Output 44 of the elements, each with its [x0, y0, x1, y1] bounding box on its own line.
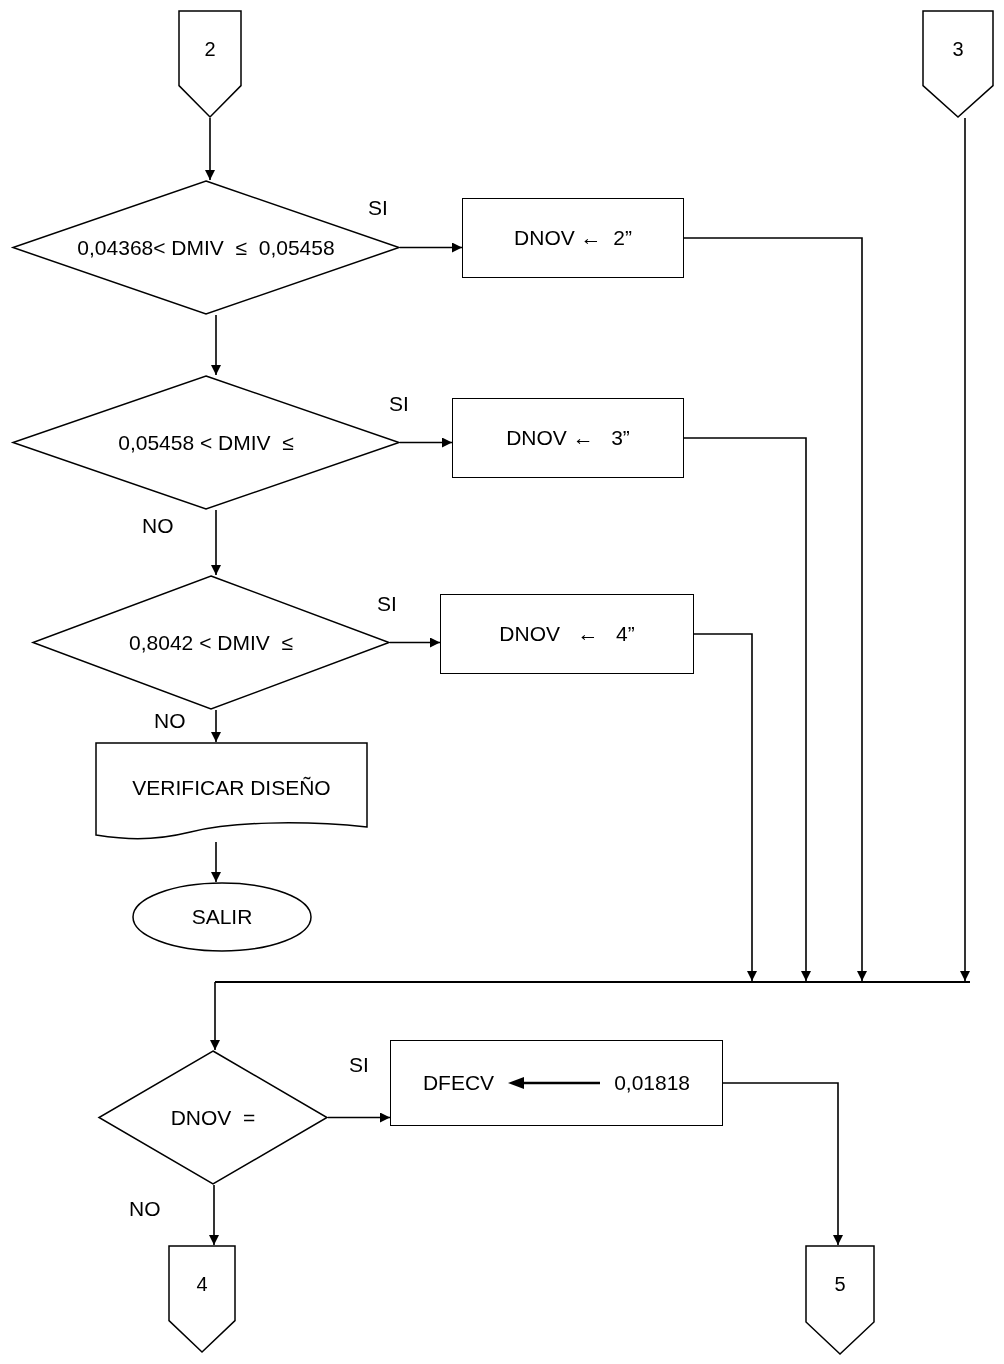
offpage-connector — [805, 1245, 875, 1355]
arrow — [683, 437, 811, 982]
arrow — [209, 1184, 219, 1246]
terminal-text: SALIR — [191, 905, 253, 929]
connector-number: 2 — [204, 37, 216, 61]
connector-number: 4 — [196, 1272, 208, 1296]
document-shape — [95, 742, 368, 842]
arrow — [211, 841, 221, 883]
assignment-text: DNOV ← 2” — [514, 226, 632, 250]
arrow — [683, 237, 867, 982]
offpage-connector — [178, 10, 242, 118]
arrow — [722, 1082, 843, 1246]
decision-diamond — [12, 180, 400, 315]
assignment-text: DNOV ← 3” — [506, 426, 630, 450]
document-text: VERIFICAR DISEÑO — [132, 775, 331, 800]
arrow — [399, 437, 453, 448]
connector-number: 3 — [952, 37, 964, 61]
arrow — [211, 314, 221, 376]
terminal-ellipse — [132, 882, 312, 952]
process-box — [440, 594, 694, 674]
offpage-connector — [922, 10, 994, 118]
assignment-text: DNOV ← 4” — [499, 622, 635, 646]
merge-line — [215, 981, 970, 983]
condition-text: 0,05458 < DMIV ≤ — [118, 430, 294, 455]
arrow — [327, 1112, 391, 1123]
arrow — [960, 117, 970, 982]
arrow — [205, 117, 215, 181]
offpage-connector — [168, 1245, 236, 1353]
arrow — [211, 509, 221, 576]
condition-text: 0,8042 < DMIV ≤ — [129, 630, 293, 655]
condition-text: 0,04368< DMIV ≤ 0,05458 — [77, 235, 335, 260]
assignment-text: 0,01818 — [614, 1071, 691, 1095]
decision-diamond — [98, 1050, 328, 1185]
process-box — [452, 398, 684, 478]
arrow — [693, 633, 757, 982]
arrow — [399, 242, 463, 253]
arrow — [210, 981, 220, 1051]
assignment-text: DFECV — [422, 1071, 495, 1095]
process-box — [390, 1040, 723, 1126]
condition-text: DNOV = — [170, 1105, 256, 1130]
process-box — [462, 198, 684, 278]
arrow — [211, 709, 221, 743]
connector-number: 5 — [834, 1272, 846, 1296]
arrow — [389, 637, 441, 648]
